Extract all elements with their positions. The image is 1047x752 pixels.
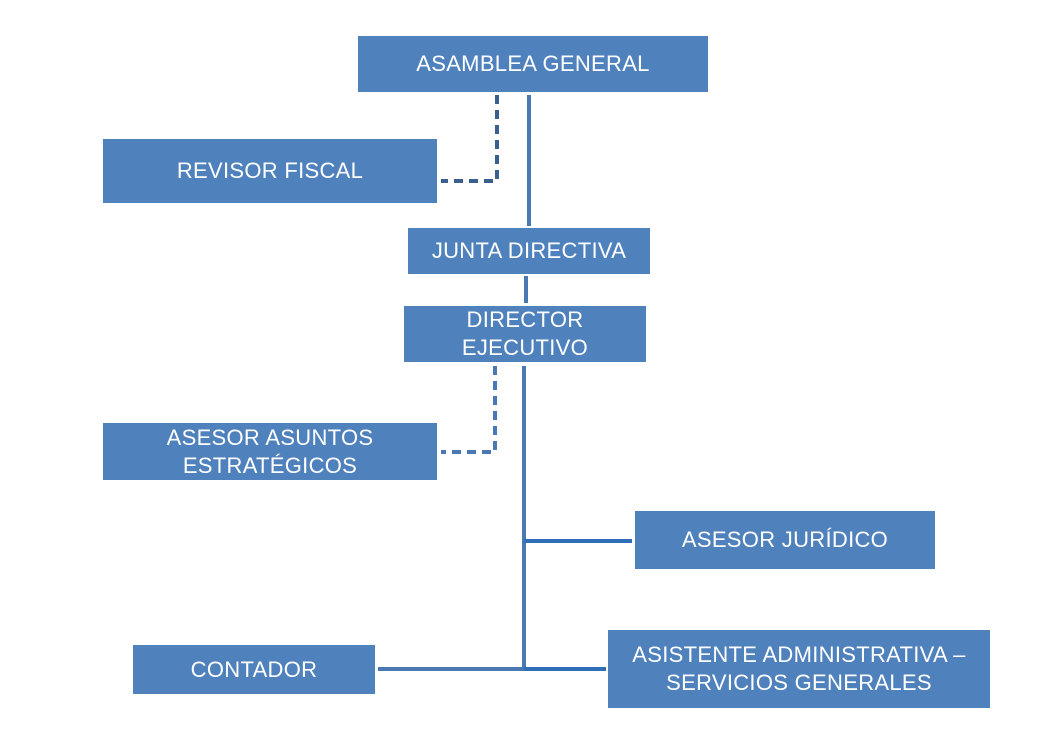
node-label: REVISOR FISCAL bbox=[177, 157, 363, 185]
connector-asamblea-revisor-dashed bbox=[441, 95, 499, 183]
node-label-line: SERVICIOS GENERALES bbox=[666, 670, 932, 695]
node-label-line: ASESOR ASUNTOS bbox=[166, 424, 374, 450]
node-label-line: EJECUTIVO bbox=[461, 335, 589, 360]
node-revisor-fiscal: REVISOR FISCAL bbox=[103, 139, 437, 203]
node-label: ASAMBLEA GENERAL bbox=[416, 50, 649, 78]
node-contador: CONTADOR bbox=[133, 645, 375, 694]
node-label-line: ASAMBLEA GENERAL bbox=[416, 51, 650, 76]
node-director-ejecutivo: DIRECTOR EJECUTIVO bbox=[404, 306, 646, 362]
node-label: CONTADOR bbox=[191, 656, 318, 684]
node-asistente-administrativa: ASISTENTE ADMINISTRATIVA – SERVICIOS GENE… bbox=[608, 630, 990, 708]
node-label: ASISTENTE ADMINISTRATIVA – SERVICIOS GENE… bbox=[632, 641, 965, 697]
node-label: DIRECTOR EJECUTIVO bbox=[462, 306, 588, 362]
node-asesor-juridico: ASESOR JURÍDICO bbox=[635, 511, 935, 569]
node-label-line: ASESOR JURÍDICO bbox=[681, 527, 889, 552]
node-label-line: REVISOR FISCAL bbox=[176, 158, 364, 183]
node-label-line: JUNTA DIRECTIVA bbox=[431, 238, 627, 263]
node-label-line: DIRECTOR bbox=[466, 307, 584, 332]
node-label-line: ESTRATÉGICOS bbox=[182, 452, 358, 478]
node-label-line: ASISTENTE ADMINISTRATIVA – bbox=[632, 642, 966, 667]
node-junta-directiva: JUNTA DIRECTIVA bbox=[408, 228, 650, 274]
node-label: JUNTA DIRECTIVA bbox=[432, 237, 626, 265]
node-label: ASESOR JURÍDICO bbox=[682, 526, 888, 554]
node-asamblea-general: ASAMBLEA GENERAL bbox=[358, 36, 708, 92]
connector-director-estrategicos-dashed bbox=[441, 366, 497, 454]
node-label-line: CONTADOR bbox=[190, 656, 318, 682]
